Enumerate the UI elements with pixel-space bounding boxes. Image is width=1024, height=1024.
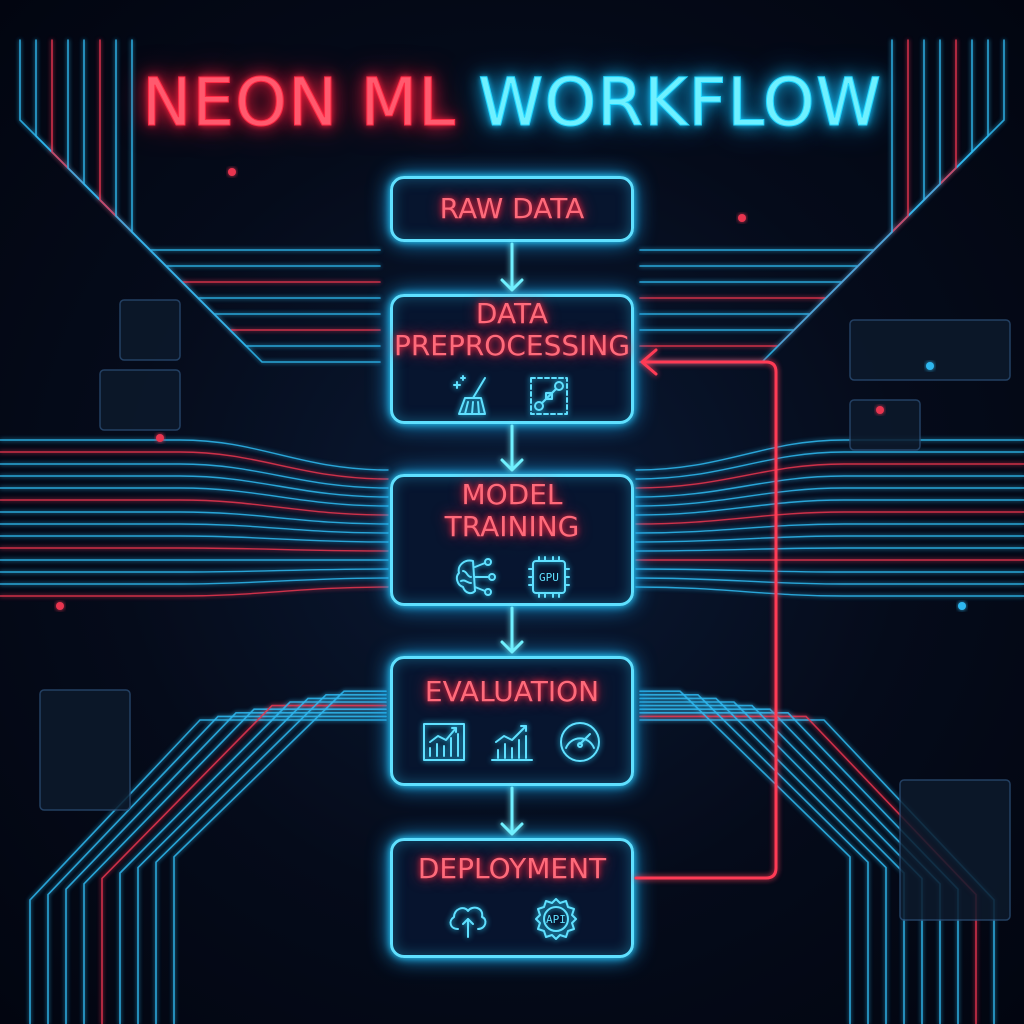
title-part-neon-ml: NEON ML	[141, 64, 457, 142]
node-label-line: PREPROCESSING	[393, 329, 631, 362]
node-deployment: DEPLOYMENT API	[390, 838, 634, 958]
node-label-line: DATA	[475, 297, 549, 330]
page-title: NEON ML WORKFLOW	[0, 64, 1024, 142]
node-label-line: EVALUATION	[424, 675, 600, 708]
node-label-line: RAW DATA	[439, 192, 585, 225]
node-data-preprocessing: DATA PREPROCESSING	[390, 294, 634, 424]
node-label-deployment: DEPLOYMENT	[418, 853, 606, 885]
line-chart-icon	[488, 718, 536, 766]
broom-icon	[451, 372, 499, 420]
transform-node-icon	[525, 372, 573, 420]
node-label-model-training: MODEL TRAINING	[445, 479, 580, 543]
node-raw-data: RAW DATA	[390, 176, 634, 242]
node-label-line: DEPLOYMENT	[417, 852, 607, 885]
cloud-upload-icon	[444, 895, 492, 943]
node-label-line: MODEL	[461, 478, 563, 511]
brain-network-icon	[451, 553, 499, 601]
gpu-chip-icon: GPU	[525, 553, 573, 601]
gauge-icon	[556, 718, 604, 766]
bar-chart-icon	[420, 718, 468, 766]
node-label-raw-data: RAW DATA	[440, 193, 585, 225]
node-label-line: TRAINING	[444, 510, 580, 543]
node-label-evaluation: EVALUATION	[425, 676, 599, 708]
gpu-chip-label: GPU	[539, 571, 559, 584]
node-evaluation: EVALUATION	[390, 656, 634, 786]
api-gear-label: API	[546, 913, 566, 926]
title-part-workflow: WORKFLOW	[478, 64, 882, 142]
api-gear-icon: API	[532, 895, 580, 943]
node-label-data-preprocessing: DATA PREPROCESSING	[394, 298, 630, 362]
node-model-training: MODEL TRAINING GPU	[390, 474, 634, 606]
